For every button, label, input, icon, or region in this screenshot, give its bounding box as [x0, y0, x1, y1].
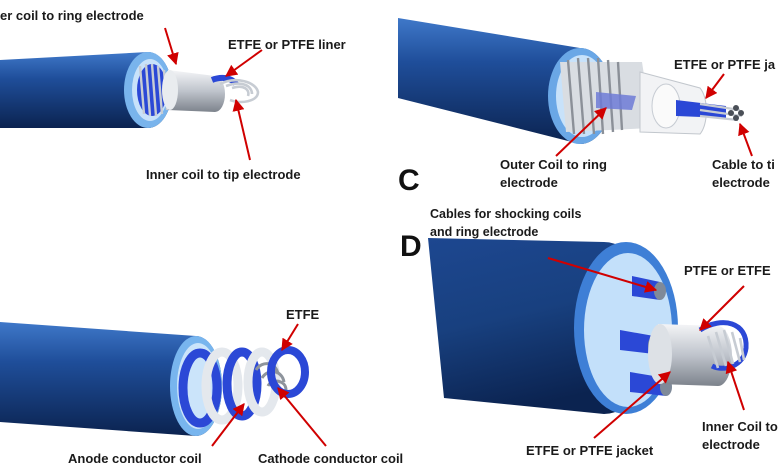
label-a-liner: ETFE or PTFE liner [228, 37, 346, 52]
panel-d-arrow-cables [547, 257, 658, 293]
label-d-inner-line1: Inner Coil to [702, 419, 778, 434]
panel-d-arrow-jacket [593, 371, 671, 439]
panel-b-arrow-anode [211, 403, 245, 447]
label-d-cables-line1: Cables for shocking coils [430, 207, 582, 221]
label-c-jacket: ETFE or PTFE ja [674, 57, 776, 72]
panel-c-jacket [639, 71, 707, 135]
panel-c-inner-cable [676, 100, 744, 122]
panel-letter-d: D [400, 230, 422, 263]
label-b-cathode: Cathode conductor coil [258, 451, 404, 466]
panel-c-arrow-jacket [705, 73, 725, 99]
panel-d-arrow-ptfe [699, 285, 745, 331]
label-c-outer-coil-line1: Outer Coil to ring [500, 157, 607, 172]
panel-d-arrow-inner-coil [725, 360, 745, 411]
label-d-inner-line2: electrode [702, 437, 760, 452]
panel-c [398, 18, 753, 157]
panel-b-cable-body [0, 322, 222, 436]
panel-c-arrow-outer-coil [555, 107, 607, 157]
panel-c-outer-coil [560, 57, 652, 135]
panel-c-arrow-cable [738, 122, 753, 157]
panel-d [428, 238, 749, 439]
panel-b [0, 322, 327, 447]
panel-d-jacket-tube [648, 324, 732, 386]
panel-a-liner [162, 70, 225, 112]
panel-a [0, 27, 263, 161]
panel-a-arrow-liner [225, 49, 263, 77]
panel-a-arrow-outer-coil [164, 27, 179, 66]
panel-d-inner-coil [698, 320, 749, 371]
panel-a-outer-coil [137, 63, 169, 117]
panel-b-arrow-cathode [277, 387, 327, 447]
label-c-cable-line1: Cable to ti [712, 157, 775, 172]
panel-a-arrow-inner-coil [232, 98, 251, 161]
label-a-inner-coil: Inner coil to tip electrode [146, 167, 301, 182]
label-d-ptfe: PTFE or ETFE [684, 263, 771, 278]
label-c-outer-coil-line2: electrode [500, 175, 558, 190]
label-c-cable-line2: electrode [712, 175, 770, 190]
panel-letter-c: C [398, 164, 420, 197]
label-a-outer-coil: er coil to ring electrode [0, 8, 144, 23]
label-d-jacket: ETFE or PTFE jacket [526, 443, 654, 458]
label-b-etfe: ETFE [286, 307, 320, 322]
label-d-cables-line2: and ring electrode [430, 225, 539, 239]
label-b-anode: Anode conductor coil [68, 451, 202, 466]
panel-b-arrow-etfe [281, 323, 299, 352]
